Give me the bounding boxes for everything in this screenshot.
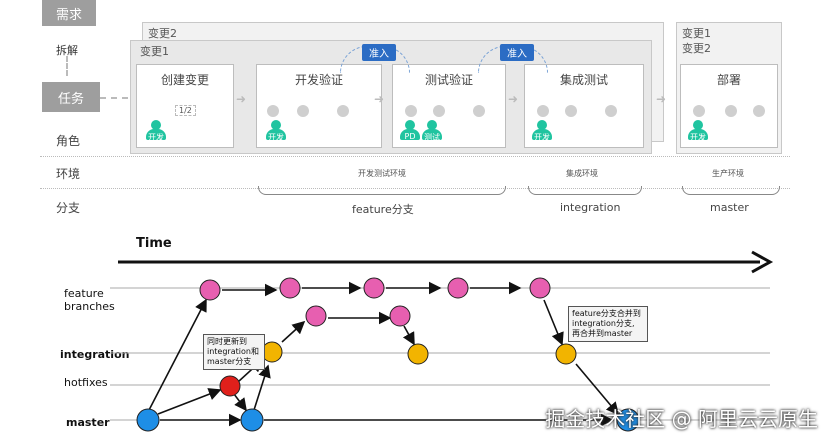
edge-i3-m3 (575, 363, 620, 416)
row-branch-label: 分支 (56, 201, 81, 215)
commit-integration-3 (555, 343, 577, 365)
task-arrow (100, 97, 128, 99)
stage-create-title: 创建变更 (160, 73, 209, 87)
commit-master-2 (240, 408, 264, 432)
admit-badge-2: 准入 (500, 44, 534, 61)
decompose-arrow (66, 56, 70, 76)
edge-m1-f1 (147, 298, 207, 413)
commit-feature-7 (529, 277, 551, 299)
edge-i1-f3 (281, 320, 306, 343)
dev-person-icon: 开发 (531, 120, 553, 142)
note2-line2: integration分支, (572, 319, 635, 328)
commit-feature-6 (389, 305, 411, 327)
test-person-icon: 测试 (421, 120, 443, 142)
stage-test-verify: 测试验证 PD 测试 (392, 64, 506, 148)
pd-role-tag: PD (404, 132, 416, 141)
label-feature: feature (64, 287, 104, 300)
dev-role-tag: 开发 (534, 133, 550, 142)
stage-dev-verify-title: 开发验证 (294, 73, 343, 87)
stage-test-verify-title: 测试验证 (424, 73, 473, 87)
test-role-tag: 测试 (424, 133, 440, 142)
note-feature-merge: feature分支合并到 integration分支, 再合并到master (568, 306, 648, 342)
stage-integration-test-title: 集成测试 (559, 73, 608, 87)
label-branches: branches (64, 300, 115, 313)
edge-f6-i2 (402, 325, 415, 346)
commit-feature-2 (279, 277, 301, 299)
dev-role-tag: 开发 (268, 133, 284, 142)
row-divider-2 (40, 188, 790, 189)
row-env-label: 环境 (56, 167, 81, 181)
branch-feature: feature分支 (352, 203, 414, 216)
change2-label: 变更2 (148, 27, 177, 40)
env-integration: 集成环境 (566, 169, 598, 178)
label-feature-branches: feature branches (64, 287, 115, 313)
stage-integration-test: 集成测试 开发 (524, 64, 644, 148)
edge-f7-i3 (543, 299, 564, 346)
commit-integration-1 (261, 341, 283, 363)
requirement-label: 需求 (55, 7, 82, 23)
change1-label: 变更1 (140, 45, 169, 58)
stage-create: 创建变更 1/2 开发 (136, 64, 234, 148)
commit-feature-4 (363, 277, 385, 299)
stage-deploy: 部署 开发 (680, 64, 778, 148)
dev-person-icon: 开发 (687, 120, 709, 142)
commit-feature-3 (305, 305, 327, 327)
label-master: master (66, 416, 110, 429)
time-label: Time (136, 236, 172, 251)
placeholder-box: 1/2 (175, 105, 196, 116)
commit-master-3 (616, 408, 640, 432)
stage-arrow-2: ➜ (374, 92, 385, 106)
watermark: 掘金技术社区 @ 阿里云云原生 (545, 407, 818, 431)
stage-deploy-title: 部署 (716, 73, 741, 87)
stage-arrow-1: ➜ (236, 92, 247, 106)
admit-badge-1: 准入 (362, 44, 396, 61)
env-dev-test: 开发测试环境 (358, 169, 406, 178)
edge-m2-i1 (253, 364, 271, 411)
commit-integration-2 (407, 343, 429, 365)
deploy-arrow: ➜ (656, 92, 667, 106)
time-axis-head (751, 250, 774, 274)
dev-role-tag: 开发 (148, 133, 164, 142)
pd-person-icon: PD (399, 120, 421, 142)
dev-role-tag: 开发 (690, 133, 706, 142)
note2-line3: 再合并到master (572, 329, 633, 338)
note-hotfix-update: 同时更新到 integration和 master分支 (203, 334, 265, 370)
commit-hotfix-1 (219, 375, 241, 397)
dev-person-icon: 开发 (145, 120, 167, 142)
commit-feature-1 (199, 279, 221, 301)
change1-right-label: 变更1 (682, 27, 711, 40)
commit-master-1 (136, 408, 160, 432)
edge-m1-h1 (157, 388, 222, 415)
task-label: 任务 (57, 91, 84, 107)
dev-person-icon: 开发 (265, 120, 287, 142)
change2-right-label: 变更2 (682, 42, 711, 55)
note1-line3: master分支 (207, 357, 252, 366)
stage-dev-verify: 开发验证 开发 (256, 64, 382, 148)
stage-arrow-3: ➜ (508, 92, 519, 106)
note2-line1: feature分支合并到 (572, 309, 641, 318)
row-role-label: 角色 (56, 134, 81, 148)
commit-feature-5 (447, 277, 469, 299)
decompose-label: 拆解 (56, 44, 78, 57)
branch-master: master (710, 201, 749, 214)
note1-line2: integration和 (207, 347, 259, 356)
edge-h1-m2 (233, 393, 247, 412)
note1-line1: 同时更新到 (207, 337, 247, 346)
task-box: 任务 (42, 82, 100, 112)
branch-integration: integration (560, 201, 621, 214)
requirement-box: 需求 (42, 0, 96, 26)
row-divider-1 (40, 156, 790, 157)
label-hotfixes: hotfixes (64, 376, 108, 389)
env-prod: 生产环境 (712, 169, 744, 178)
label-integration: integration (60, 348, 130, 361)
